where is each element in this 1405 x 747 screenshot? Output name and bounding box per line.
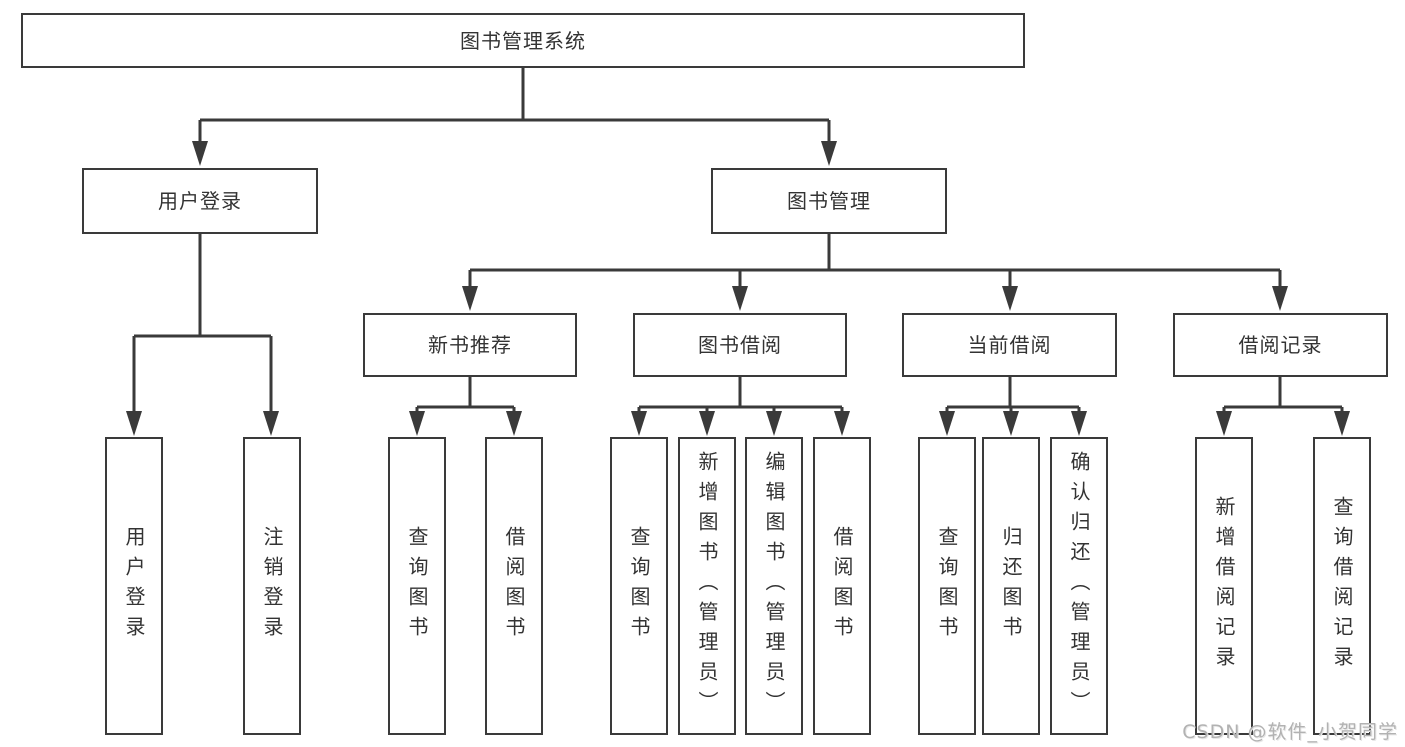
leaf-add-book-admin: 新增图书（管理员）: [678, 437, 736, 735]
csdn-watermark: CSDN @软件_小贺同学: [1182, 721, 1398, 743]
node-new-book-recommend: 新书推荐: [363, 313, 577, 377]
leaf-confirm-return-admin: 确认归还（管理员）: [1050, 437, 1108, 735]
arrowheads: [126, 141, 1350, 436]
leaf-return-book: 归还图书: [982, 437, 1040, 735]
connector-user-login-branch: [132, 234, 273, 412]
leaf-logout: 注销登录: [243, 437, 301, 735]
leaf-borrow-book-recommend: 借阅图书: [485, 437, 543, 735]
node-system-root: 图书管理系统: [21, 13, 1025, 68]
node-borrow-records: 借阅记录: [1173, 313, 1388, 377]
connector-leaf-shafts: [415, 407, 1344, 414]
connector-book-mgmt-branch: [468, 234, 1282, 288]
leaf-edit-book-admin: 编辑图书（管理员）: [745, 437, 803, 735]
node-current-borrow: 当前借阅: [902, 313, 1117, 377]
leaf-query-book-recommend: 查询图书: [388, 437, 446, 735]
leaf-query-book-current: 查询图书: [918, 437, 976, 735]
leaf-borrow-book: 借阅图书: [813, 437, 871, 735]
node-book-borrow: 图书借阅: [633, 313, 847, 377]
node-user-login: 用户登录: [82, 168, 318, 234]
leaf-query-book-borrow: 查询图书: [610, 437, 668, 735]
connector-root-branch: [198, 68, 831, 142]
leaf-query-borrow-record: 查询借阅记录: [1313, 437, 1371, 735]
leaf-user-login: 用户登录: [105, 437, 163, 735]
connector-level3-stubs: [468, 377, 1282, 407]
leaf-add-borrow-record: 新增借阅记录: [1195, 437, 1253, 735]
node-book-management: 图书管理: [711, 168, 947, 234]
